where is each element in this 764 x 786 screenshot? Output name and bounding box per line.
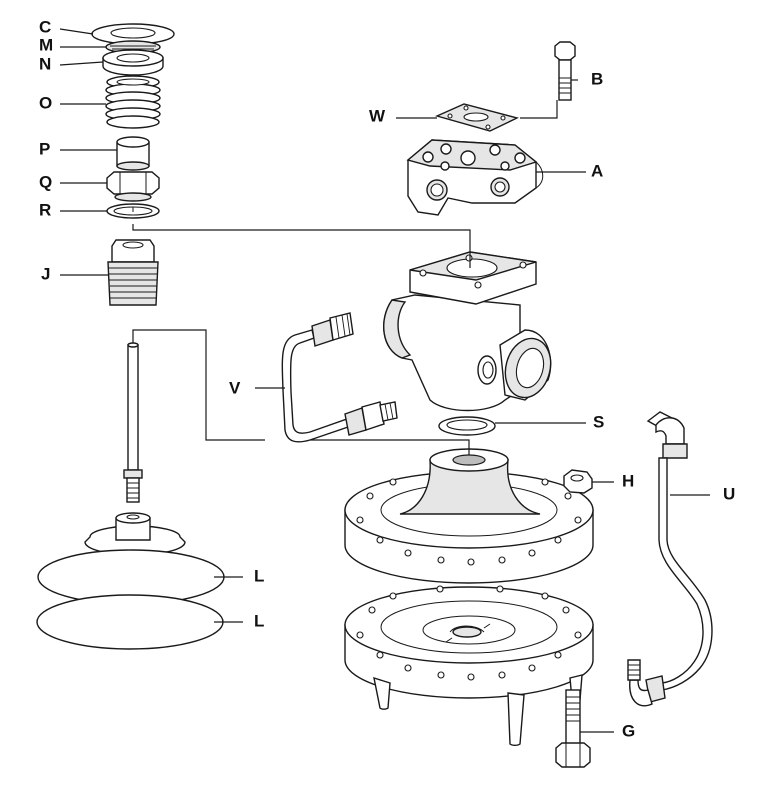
label-r: R [39,200,51,219]
part-g-bolt [555,689,591,768]
label-j: J [41,264,50,283]
part-q-hex-bushing [106,171,160,202]
part-valve-stem [123,342,143,503]
label-v: V [229,378,241,397]
routing-lines [132,100,558,455]
part-lower-housing [344,585,594,699]
label-b: B [591,69,603,88]
part-upper-housing [344,448,594,584]
label-q: Q [39,172,52,191]
label-g: G [622,721,635,740]
part-a-valve-head [406,139,544,216]
leader-lines [59,28,710,733]
label-n: N [39,54,51,73]
part-s-o-ring [438,416,496,436]
label-p: P [39,139,50,158]
part-diaphragm-plate [84,512,186,556]
label-u: U [723,484,735,503]
part-p-piston [116,136,150,171]
part-u-hose [627,411,713,707]
part-o-spring [105,75,161,129]
part-j-threaded-nipple [107,239,159,306]
label-s: S [593,412,604,431]
label-w: W [369,106,386,125]
part-l-diaphragm-lower [36,594,224,650]
label-h: H [622,471,634,490]
part-w-gasket [434,103,520,132]
part-v-tube-fitting [281,312,398,443]
part-r-o-ring [106,203,160,219]
label-a: A [591,161,603,180]
part-n-bearing [102,49,164,76]
part-c-cap-ring [91,23,175,45]
label-l-lower: L [254,611,264,630]
label-o: O [39,93,52,112]
label-m: M [39,35,53,54]
label-l-upper: L [254,566,264,585]
part-b-bolt [554,41,576,101]
label-c: C [39,17,51,36]
part-valve-body [383,251,552,412]
part-h-nut [563,469,593,494]
